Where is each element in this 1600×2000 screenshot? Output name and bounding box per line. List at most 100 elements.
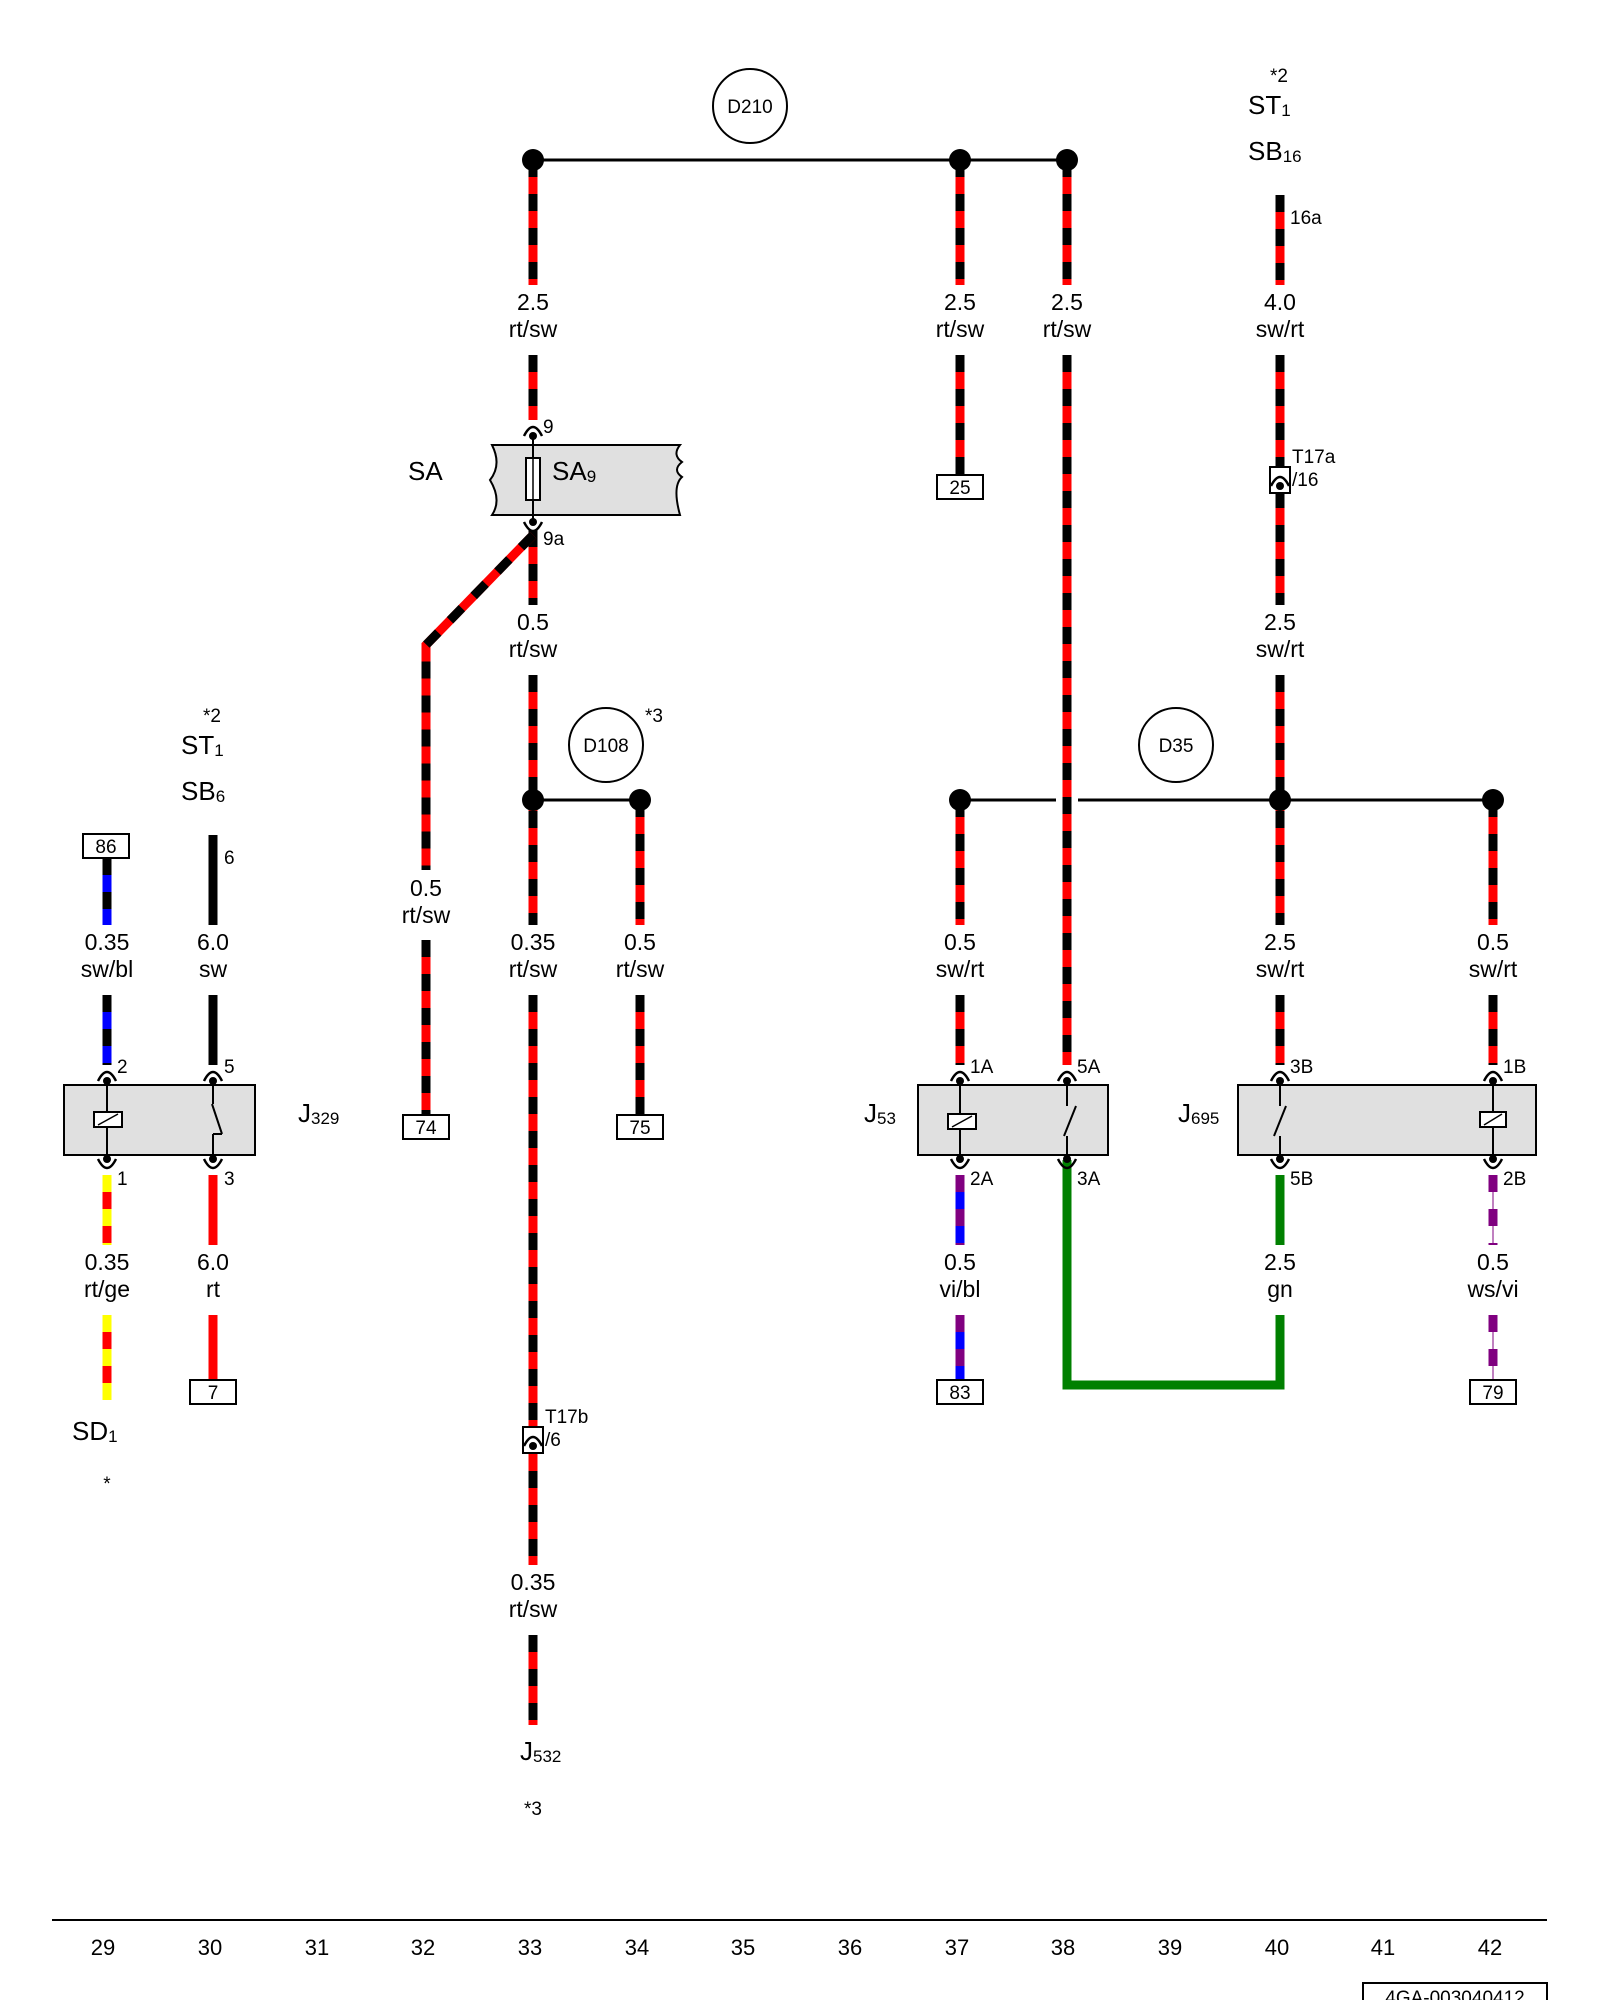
wire-w37-mid-color: sw/rt [936,956,985,982]
j53-label: J53 [864,1098,896,1128]
st1-right-label: ST1 [1248,90,1291,120]
wire-w42-bot-color: ws/vi [1466,1276,1518,1302]
st1-right-note: *2 [1270,66,1288,87]
node-d108-label: D108 [583,736,628,757]
sa-label: SA [408,456,443,486]
node-d210-circle [712,68,788,144]
sb6-label: SB6 [181,776,225,806]
pin-2-label: 2 [117,1057,128,1078]
pin-2a-label: 2A [970,1169,994,1190]
grid-number: 33 [518,1935,542,1960]
wire-w32-color: rt/sw [402,902,451,928]
sa9-label: SA9 [552,456,596,486]
wire-w38-top-color: rt/sw [1043,316,1092,342]
pin-terminal-3a [1056,1158,1078,1170]
pin-terminal-5 [202,1070,224,1082]
j329-label: J329 [298,1098,339,1128]
pin-6-label: 6 [224,848,235,869]
pin-terminal-9 [522,425,544,437]
wire-w40-d35-color: sw/rt [1256,956,1305,982]
ref-box-7 [189,1379,237,1405]
pin-terminal-1 [96,1158,118,1170]
wire-w37-top-color: rt/sw [936,316,985,342]
solid-lines-layer [52,158,1547,1921]
wire-w29-top-color: sw/bl [81,956,133,982]
wire-w42-bot-size: 0.5 [1477,1249,1509,1275]
grid-number: 38 [1051,1935,1075,1960]
pin-terminal-5b [1269,1158,1291,1170]
relay-j53-switch-icon [1063,1105,1077,1137]
pin-terminal-3b [1269,1070,1291,1082]
wire-w33-sa-color: rt/sw [509,636,558,662]
ref-25-text: 25 [949,478,970,499]
wire-w37-top-size: 2.5 [944,289,976,315]
grid-number: 29 [91,1935,115,1960]
components-layer [63,444,1537,1454]
wire-w30-bot-size: 6.0 [197,1249,229,1275]
wire-w33-sa-size: 0.5 [517,609,549,635]
pin-5b-label: 5B [1290,1169,1313,1190]
text-layer: 2.5 rt/sw 2.5 rt/sw 2.5 rt/sw 4.0 sw/rt … [72,66,1526,2000]
wire-c32-a-base [421,531,537,870]
ref-7-text: 7 [208,1383,219,1404]
wire-w33-d108-size: 0.35 [511,929,556,955]
node-d35-circle [1138,707,1214,783]
wire-w40-mid-size: 2.5 [1264,609,1296,635]
pin-terminal-2b [1482,1158,1504,1170]
relay-j329-coil-diag [97,1113,119,1126]
wire-w29-bot-color: rt/ge [84,1276,130,1302]
wire-w32-size: 0.5 [410,875,442,901]
pin-2b-label: 2B [1503,1169,1526,1190]
sd1-note: * [103,1474,111,1495]
junction-dot-6 [1269,789,1291,811]
pin-terminal-t17b [522,1435,544,1447]
ref-79-text: 79 [1482,1383,1503,1404]
ref-box-25 [936,474,984,500]
pin-3b-label: 3B [1290,1057,1313,1078]
wire-w37-bot-color: vi/bl [940,1276,981,1302]
wire-w29-top-size: 0.35 [85,929,130,955]
t17b-label: T17b [545,1407,588,1428]
st1-left-label: ST1 [181,730,224,760]
wire-gn-bridge [1062,1160,1285,1390]
connector-t17a-icon [1269,466,1291,494]
grid-number: 41 [1371,1935,1395,1960]
j532-label: J532 [520,1736,561,1766]
ref-box-83 [936,1379,984,1405]
wire-w42-mid-size: 0.5 [1477,929,1509,955]
wire-w33-bot-color: rt/sw [509,1596,558,1622]
pin-5-label: 5 [224,1057,235,1078]
pin-1a-label: 1A [970,1057,994,1078]
pin-16a-label: 16a [1290,208,1322,229]
wire-w40-top-color: sw/rt [1256,316,1305,342]
ref-75-text: 75 [629,1118,650,1139]
grid-number: 35 [731,1935,755,1960]
wire-w40-bot-color: gn [1267,1276,1293,1302]
pin-terminal-2a [949,1158,971,1170]
pin-symbols-layer [96,425,1504,1450]
t17b-pin-label: /6 [545,1430,561,1451]
junction-dots-layer [522,149,1504,811]
wire-w34-color: rt/sw [616,956,665,982]
wire-w30-top-size: 6.0 [197,929,229,955]
pin-terminal-1b [1482,1070,1504,1082]
pin-1b-label: 1B [1503,1057,1526,1078]
ref-box-86 [82,833,130,859]
grid-number: 37 [945,1935,969,1960]
junction-dot-4 [629,789,651,811]
doc-id-box [1362,1982,1548,2000]
junction-dot-7 [1482,789,1504,811]
pin-9-label: 9 [543,417,554,438]
grid-number: 31 [305,1935,329,1960]
junction-dot-2 [1056,149,1078,171]
pin-1-label: 1 [117,1169,128,1190]
wire-w30-top-color: sw [199,956,228,982]
pin-terminal-9a [522,521,544,533]
ref-86-text: 86 [95,837,116,858]
j695-label: J695 [1178,1098,1219,1128]
wire-w37-bot-size: 0.5 [944,1249,976,1275]
relay-j329-box [63,1084,256,1156]
pin-terminal-1a [949,1070,971,1082]
grid-number: 36 [838,1935,862,1960]
